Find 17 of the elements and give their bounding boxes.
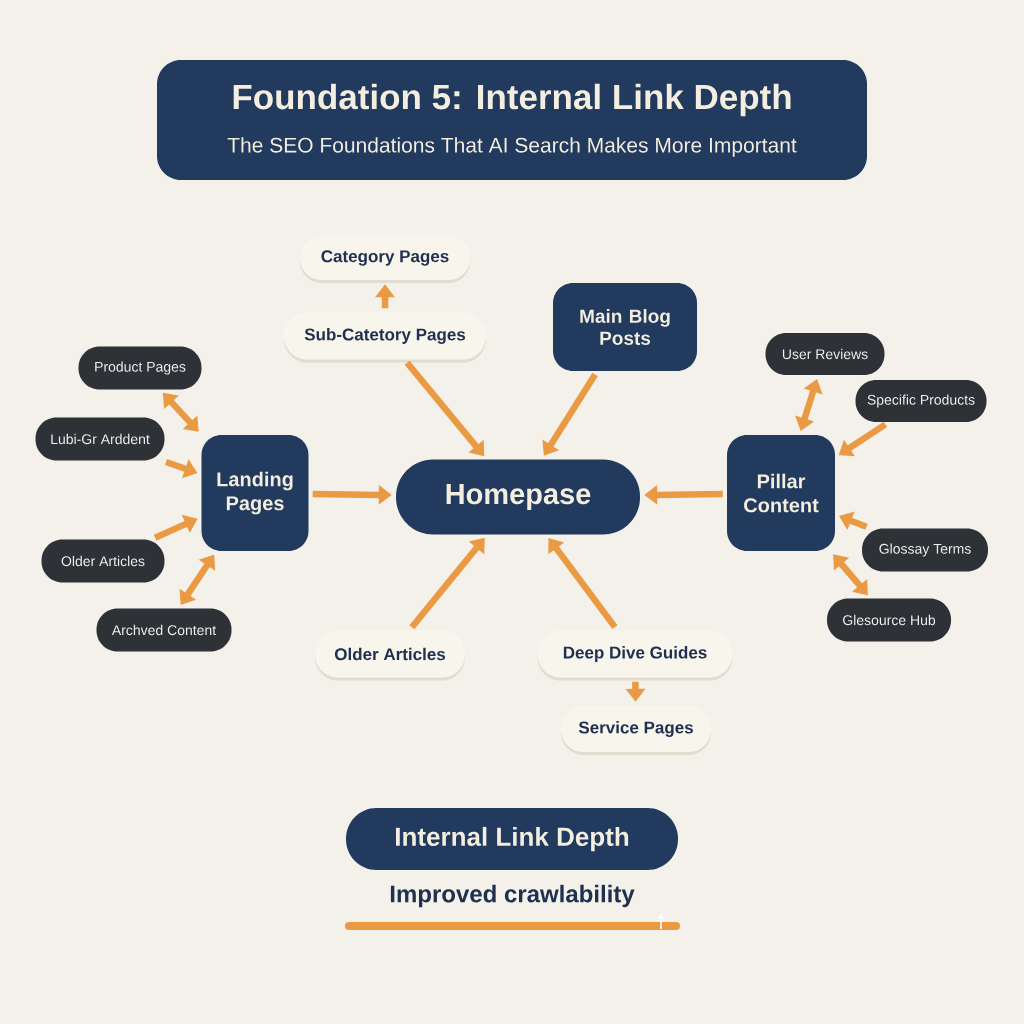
pill-node: User Reviews	[765, 333, 885, 375]
rounded-box: Main Blog Posts	[553, 283, 697, 371]
title: Foundation 5: Internal Link Depth	[233, 83, 791, 117]
caption-text: Improved crawlability	[390, 884, 635, 908]
pill-node: Deep Dive Guides	[537, 630, 733, 681]
rounded-box: Pillar Content	[727, 435, 835, 551]
pill-node: Older Articles	[315, 630, 465, 681]
arrow	[548, 538, 618, 630]
rounded-box: Landing Pages	[201, 435, 309, 551]
subtitle: The SEO Foundations That AI Search Makes More Important	[227, 137, 797, 157]
pill-node: Category Pages	[300, 236, 470, 283]
pill-node: Sub-Catetory Pages	[284, 312, 486, 363]
pill-node: Specific Products	[855, 380, 987, 422]
pill-node: Homepase	[396, 459, 640, 535]
pill-node: Internal Link Depth	[346, 808, 678, 870]
pill-node: Service Pages	[561, 706, 711, 755]
arrow	[542, 372, 598, 456]
